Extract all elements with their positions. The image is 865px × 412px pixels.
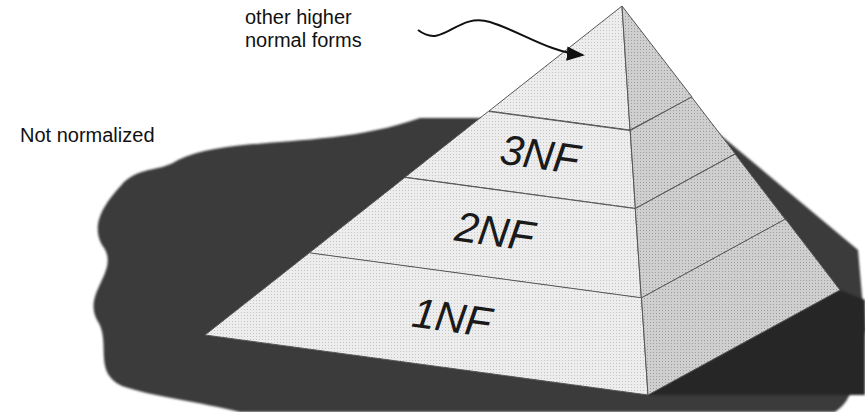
region-label: Not normalized — [20, 124, 180, 147]
band-texture — [642, 219, 841, 395]
pyramid-band: 1NF — [205, 219, 840, 395]
band-texture — [205, 253, 648, 395]
apex-left-face — [489, 6, 630, 130]
callout-label: other higher normal forms — [245, 6, 417, 52]
normal-form-label: 1NF — [410, 292, 494, 345]
band-left-face — [205, 253, 648, 395]
band-outline — [205, 219, 840, 395]
leader-arrow — [418, 20, 583, 55]
band-right-face — [642, 219, 841, 395]
apex-left-texture — [489, 6, 630, 130]
